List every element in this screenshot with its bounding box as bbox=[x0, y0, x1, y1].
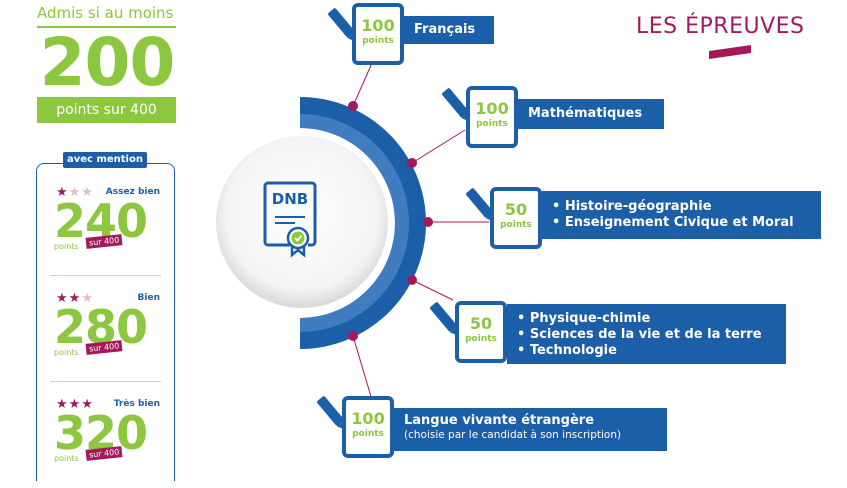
mention-label: Assez bien bbox=[105, 187, 160, 197]
connector-lines bbox=[352, 62, 489, 401]
epreuve-banner: Histoire-géographie Enseignement Civique… bbox=[542, 191, 821, 239]
card-points: 100 bbox=[351, 409, 385, 428]
card-points: 50 bbox=[504, 200, 528, 219]
points-sur-label: points sur 400 bbox=[37, 97, 176, 123]
card-unit: points bbox=[352, 429, 384, 439]
epreuve-label: Technologie bbox=[507, 343, 786, 359]
epreuve-banner: Mathématiques bbox=[518, 99, 664, 129]
card-points: 100 bbox=[361, 16, 395, 35]
mention-label: Très bien bbox=[113, 399, 160, 409]
points-card: 100 points bbox=[466, 86, 518, 148]
epreuve-label: Sciences de la vie et de la terre bbox=[507, 327, 786, 343]
star-icon: ★★★ bbox=[56, 291, 94, 306]
epreuve-banner: Physique-chimie Sciences de la vie et de… bbox=[507, 304, 786, 364]
center-disc bbox=[216, 136, 388, 308]
outer-arc bbox=[300, 97, 426, 349]
divider bbox=[50, 275, 161, 276]
points-card: 100 points bbox=[352, 3, 404, 65]
points-card: 50 points bbox=[455, 301, 507, 363]
card-points: 100 bbox=[475, 99, 509, 118]
epreuve-banner: Langue vivante étrangère (choisie par le… bbox=[394, 408, 667, 451]
epreuve-banner: Français bbox=[404, 16, 494, 44]
card-unit: points bbox=[476, 119, 508, 129]
mention-bien: ★★★ Bien 280 points sur 400 bbox=[50, 292, 162, 382]
card-unit: points bbox=[500, 220, 532, 230]
diploma-label: DNB bbox=[271, 190, 309, 208]
star-icon: ★★★ bbox=[56, 397, 94, 412]
epreuve-label: Enseignement Civique et Moral bbox=[542, 215, 821, 231]
epreuve-label: Physique-chimie bbox=[507, 311, 786, 327]
card-unit: points bbox=[465, 334, 497, 344]
admis-score: 200 bbox=[39, 24, 176, 101]
diploma-icon bbox=[263, 181, 317, 258]
page-title: LES ÉPREUVES bbox=[636, 14, 805, 39]
connector-dots bbox=[348, 101, 433, 341]
card-unit: points bbox=[362, 36, 394, 46]
admis-line: Admis si au moins bbox=[37, 4, 174, 22]
epreuve-label: Français bbox=[414, 22, 476, 37]
epreuve-note: (choisie par le candidat à son inscripti… bbox=[404, 429, 622, 441]
points-card: 50 points bbox=[490, 187, 542, 249]
card-points: 50 bbox=[469, 314, 493, 333]
epreuve-label: Mathématiques bbox=[528, 106, 643, 121]
points-label: points bbox=[54, 348, 79, 357]
points-label: points bbox=[54, 242, 79, 251]
divider bbox=[37, 26, 176, 28]
epreuve-label: Langue vivante étrangère bbox=[404, 413, 595, 428]
inner-arc bbox=[300, 114, 409, 332]
mention-label: Bien bbox=[137, 293, 160, 303]
mention-assez-bien: ★★★ Assez bien 240 points sur 400 bbox=[50, 186, 162, 276]
epreuve-label: Histoire-géographie bbox=[542, 199, 821, 215]
points-card: 100 points bbox=[342, 396, 394, 458]
mention-tab: avec mention bbox=[63, 152, 147, 168]
mention-tres-bien: ★★★ Très bien 320 points sur 400 bbox=[50, 398, 162, 488]
divider bbox=[50, 381, 161, 382]
star-icon: ★★★ bbox=[56, 185, 94, 200]
points-label: points bbox=[54, 454, 79, 463]
